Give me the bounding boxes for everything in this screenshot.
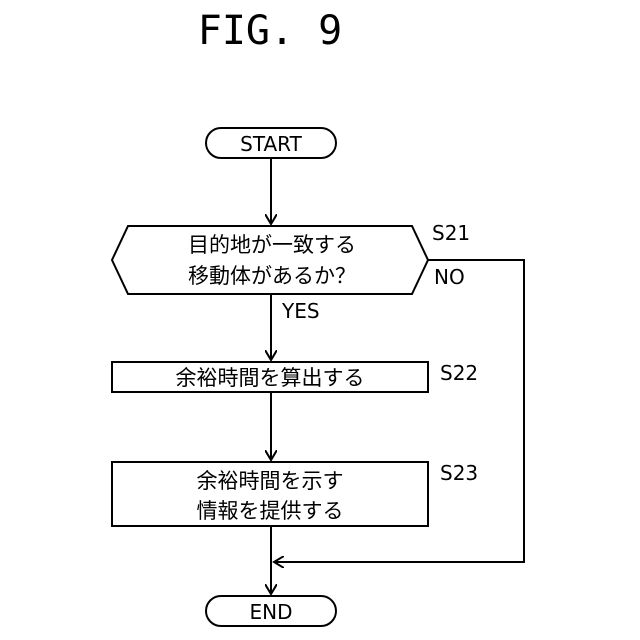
process-s23-step-label: S23 [440, 461, 478, 485]
decision-step-label: S21 [432, 221, 470, 245]
end-label: END [250, 600, 293, 624]
process-s22-text: 余裕時間を算出する [176, 366, 365, 390]
process-s22-step-label: S22 [440, 361, 478, 385]
process-s23-text-line1: 余裕時間を示す [197, 469, 344, 493]
decision-text-line2: 移動体があるか？ [188, 264, 356, 288]
decision-text-line1: 目的地が一致する [188, 233, 356, 257]
figure-title: FIG. 9 [198, 8, 343, 54]
yes-branch-label: YES [281, 299, 320, 323]
start-label: START [240, 132, 302, 156]
process-s23-text-line2: 情報を提供する [197, 499, 344, 523]
no-branch-label: NO [434, 265, 465, 289]
